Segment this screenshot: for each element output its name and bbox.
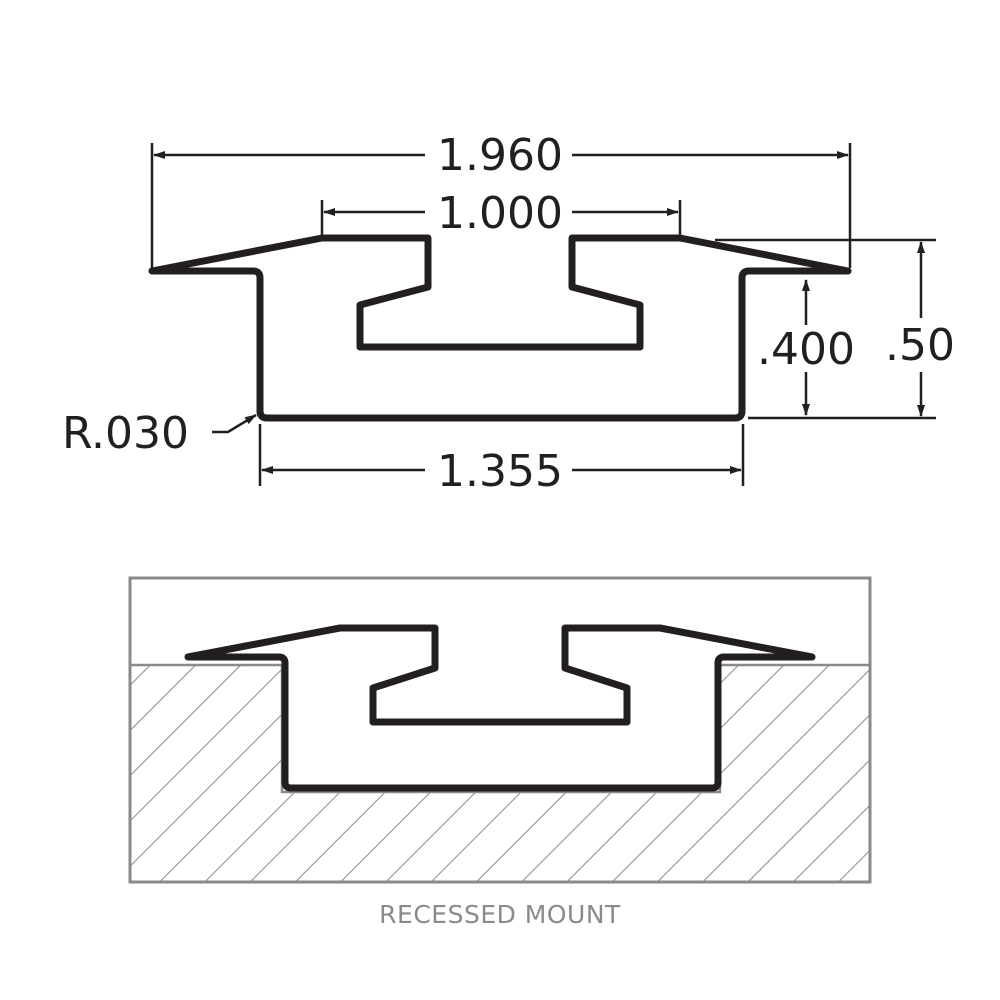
- base-width-label: 1.355: [437, 446, 563, 497]
- profile-cross-section: [148, 234, 852, 422]
- caption: RECESSED MOUNT: [379, 900, 621, 929]
- slot-width-label: 1.000: [437, 188, 563, 239]
- body-height-label: .400: [757, 324, 855, 375]
- corner-radius-label: R.030: [62, 408, 189, 459]
- dimension-lines: [150, 143, 936, 486]
- overall-width-label: 1.960: [437, 130, 563, 181]
- mounted-profile: [184, 624, 816, 792]
- overall-height-label: .50: [885, 320, 955, 371]
- mount-frame: [128, 576, 872, 884]
- recessed-mount-view: [128, 576, 872, 884]
